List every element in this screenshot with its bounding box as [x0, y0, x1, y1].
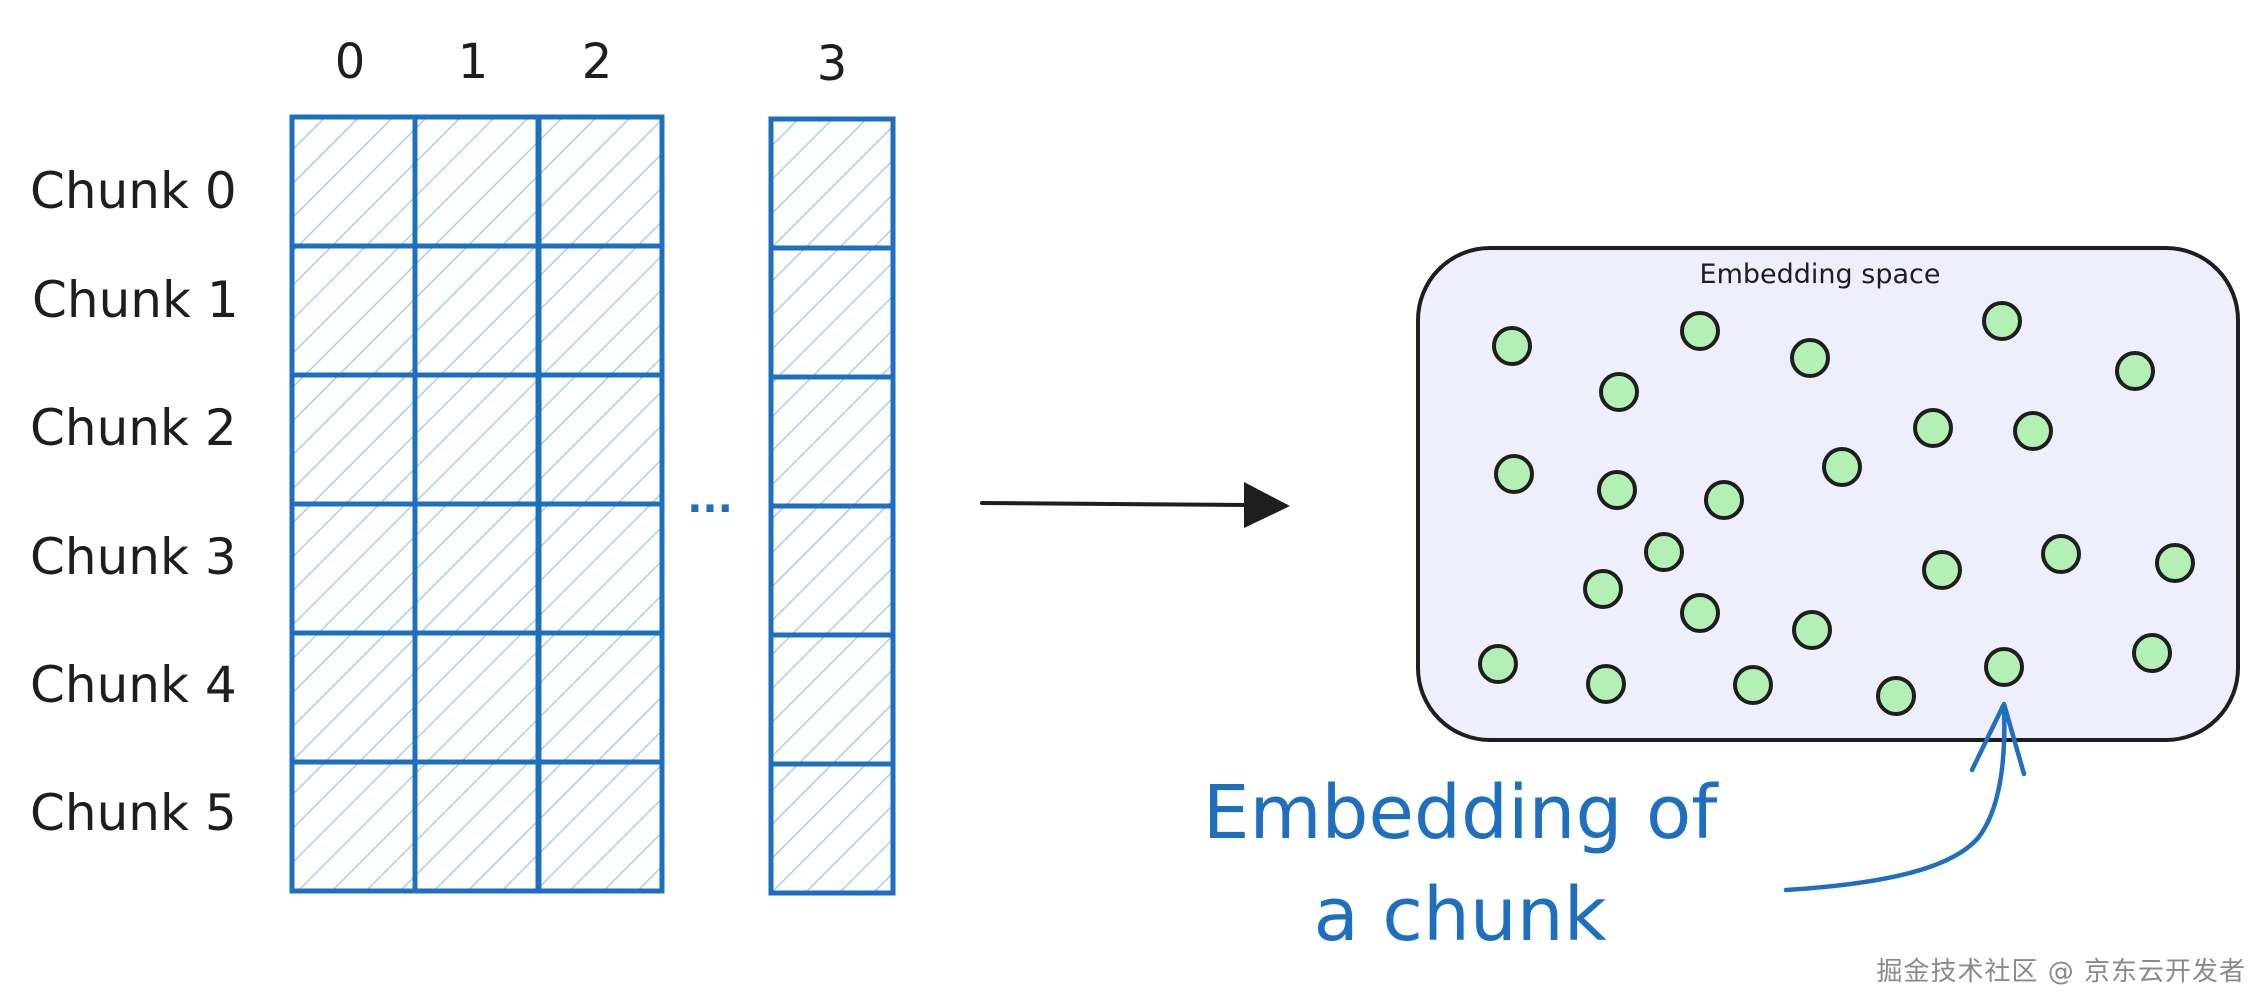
embedding-point [2155, 543, 2195, 583]
matrix-cell-r3-c1 [412, 501, 541, 636]
transform-arrow [980, 482, 1290, 528]
row-labels: Chunk 0 Chunk 1 Chunk 2 Chunk 3 Chunk 4 … [30, 162, 239, 842]
column-headers: 0 1 2 3 [335, 34, 848, 92]
embedding-point [1680, 593, 1720, 633]
column-header-0: 0 [335, 34, 366, 90]
embedding-point [1982, 301, 2022, 341]
embedding-point [1822, 447, 1862, 487]
embedding-point [2013, 411, 2053, 451]
matrix-cell-r4-c2 [536, 630, 665, 765]
row-label-chunk-1: Chunk 1 [32, 271, 239, 329]
column-header-3: 3 [817, 36, 848, 92]
annotation-line-1: Embedding of [1203, 770, 1720, 856]
embedding-point [1644, 532, 1684, 572]
matrix-cell-r0-c1 [412, 114, 541, 249]
matrix-cell-r4-c0 [289, 630, 418, 765]
embedding-point [1478, 644, 1518, 684]
embedding-point [1586, 664, 1626, 704]
matrix-cell-r5-c3 [768, 761, 896, 896]
matrix-cell-r5-c1 [412, 759, 541, 894]
matrix-cell-r3-c3 [768, 503, 896, 638]
embedding-point [1922, 550, 1962, 590]
embedding-matrix-last-column [768, 116, 896, 896]
row-label-chunk-0: Chunk 0 [30, 162, 237, 220]
matrix-cell-r2-c1 [412, 372, 541, 507]
embedding-point [1913, 408, 1953, 448]
annotation-line-2: a chunk [1313, 872, 1606, 958]
row-label-chunk-2: Chunk 2 [30, 399, 237, 457]
embedding-space-title: Embedding space [1700, 259, 1941, 290]
embedding-matrix-grid [289, 114, 665, 894]
matrix-cell-r0-c3 [768, 116, 896, 251]
embedding-point [2041, 534, 2081, 574]
column-header-1: 1 [458, 34, 489, 90]
matrix-cell-r4-c1 [412, 630, 541, 765]
matrix-cell-r0-c0 [289, 114, 418, 249]
column-header-2: 2 [582, 34, 613, 90]
matrix-cell-r1-c0 [289, 243, 418, 378]
embedding-point [1494, 454, 1534, 494]
column-ellipsis: ... [687, 476, 733, 522]
embedding-point [1733, 665, 1773, 705]
embedding-point [1583, 569, 1623, 609]
embedding-point [2132, 633, 2172, 673]
embedding-point [1792, 610, 1832, 650]
embedding-point [1876, 676, 1916, 716]
embedding-point [1597, 470, 1637, 510]
row-label-chunk-5: Chunk 5 [30, 784, 237, 842]
watermark: 掘金技术社区 @ 京东云开发者 [1876, 957, 2246, 987]
matrix-cell-r2-c3 [768, 374, 896, 509]
matrix-cell-r3-c0 [289, 501, 418, 636]
embedding-point [1984, 647, 2024, 687]
row-label-chunk-4: Chunk 4 [30, 656, 237, 714]
embedding-point [2115, 351, 2155, 391]
matrix-cell-r1-c1 [412, 243, 541, 378]
annotation-arrow [1783, 701, 2027, 893]
embedding-point [1680, 311, 1720, 351]
matrix-cell-r1-c3 [768, 245, 896, 380]
matrix-cell-r4-c3 [768, 632, 896, 767]
embedding-space-box [1416, 246, 2240, 742]
embedding-point [1704, 480, 1744, 520]
embedding-point [1492, 326, 1532, 366]
matrix-cell-r0-c2 [536, 114, 665, 249]
matrix-cell-r2-c0 [289, 372, 418, 507]
matrix-cell-r5-c2 [536, 759, 665, 894]
row-label-chunk-3: Chunk 3 [30, 528, 237, 586]
matrix-cell-r2-c2 [536, 372, 665, 507]
embedding-points [1478, 301, 2195, 716]
matrix-cell-r1-c2 [536, 243, 665, 378]
embedding-point [1599, 372, 1639, 412]
matrix-cell-r5-c0 [289, 759, 418, 894]
matrix-cell-r3-c2 [536, 501, 665, 636]
embedding-point [1790, 338, 1830, 378]
annotation-label: Embedding of a chunk [1203, 770, 1720, 958]
